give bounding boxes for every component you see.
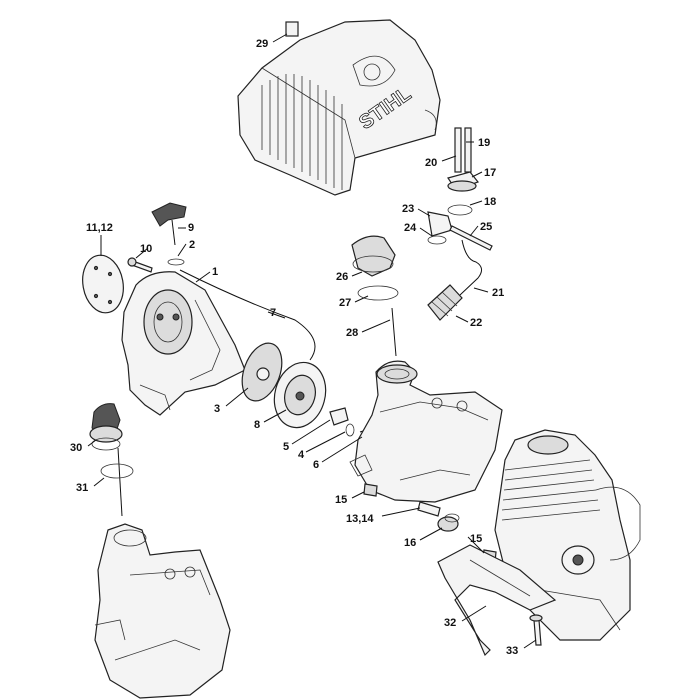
fuel-filter-part-22: [427, 284, 463, 321]
callout-10: 10: [140, 243, 152, 255]
washer-part-4: [345, 423, 355, 437]
o-ring-part-24: [427, 235, 447, 245]
fuel-tank: [349, 360, 503, 503]
screw-part-33: [529, 614, 543, 646]
engine-block: [494, 429, 641, 641]
leader-lines: [87, 33, 537, 649]
screw-part-13-14: [417, 501, 441, 517]
fuel-hose-part-21: [459, 239, 482, 296]
guard-plate-part-32: [437, 544, 557, 657]
callout-3: 3: [214, 403, 220, 415]
callout-33: 33: [506, 645, 518, 657]
callout-11-12: 11,12: [86, 222, 113, 234]
callout-labels: 29 19 20 17 18 23 24 25 26 27 21 22 28 9…: [70, 38, 518, 657]
callout-2: 2: [189, 239, 195, 251]
tank-cap-part-26: [351, 235, 396, 277]
callout-32: 32: [444, 617, 456, 629]
callout-30: 30: [70, 442, 82, 454]
washer-part-2: [167, 258, 185, 266]
rope-rotor-part-8: [273, 361, 327, 429]
tubes-part-19-20: [454, 127, 472, 173]
callout-18: 18: [484, 196, 496, 208]
cover-plate-part-11-12: [82, 254, 124, 314]
callout-27: 27: [339, 297, 351, 309]
label-plate: [285, 21, 299, 37]
callout-1: 1: [212, 266, 218, 278]
callout-4: 4: [298, 449, 305, 461]
starter-grip-part-9: [151, 202, 187, 246]
fan-housing-part-1: [121, 271, 246, 416]
callout-22: 22: [470, 317, 482, 329]
callout-29: 29: [256, 38, 268, 50]
callout-19: 19: [478, 137, 490, 149]
callout-28: 28: [346, 327, 358, 339]
callout-6: 6: [313, 459, 319, 471]
o-ring-part-31: [100, 463, 134, 479]
spring-disc-part-3: [241, 342, 283, 402]
seal-ring-part-18: [447, 204, 473, 216]
callout-21: 21: [492, 287, 504, 299]
callout-20: 20: [425, 157, 437, 169]
callout-23: 23: [402, 203, 414, 215]
callout-9: 9: [188, 222, 194, 234]
pawl-part-5: [329, 407, 349, 426]
callout-17: 17: [484, 167, 496, 179]
engine-cover-part-29: STIHL: [237, 19, 441, 196]
callout-16: 16: [404, 537, 416, 549]
fitting-part-23: [427, 211, 453, 237]
callout-7: 7: [270, 307, 276, 319]
callout-5: 5: [283, 441, 289, 453]
filler-cap-part-30: [89, 403, 123, 517]
valve-part-17: [447, 171, 479, 192]
callout-13-14: 13,14: [346, 513, 374, 525]
rod-part-25: [449, 225, 493, 251]
callout-24: 24: [404, 222, 417, 234]
damper-part-15-left: [363, 483, 378, 497]
starter-rope-part-7: [179, 269, 316, 361]
gasket-part-27: [357, 285, 399, 301]
screw-part-10: [127, 257, 153, 273]
callout-26: 26: [336, 271, 348, 283]
callout-15-left: 15: [335, 494, 347, 506]
crankcase-outline: [94, 523, 231, 699]
callout-8: 8: [254, 419, 260, 431]
callout-31: 31: [76, 482, 88, 494]
breather-part-28: [391, 307, 397, 357]
callout-25: 25: [480, 221, 492, 233]
sleeve-part-16: [437, 513, 460, 532]
callout-15-right: 15: [470, 533, 482, 545]
